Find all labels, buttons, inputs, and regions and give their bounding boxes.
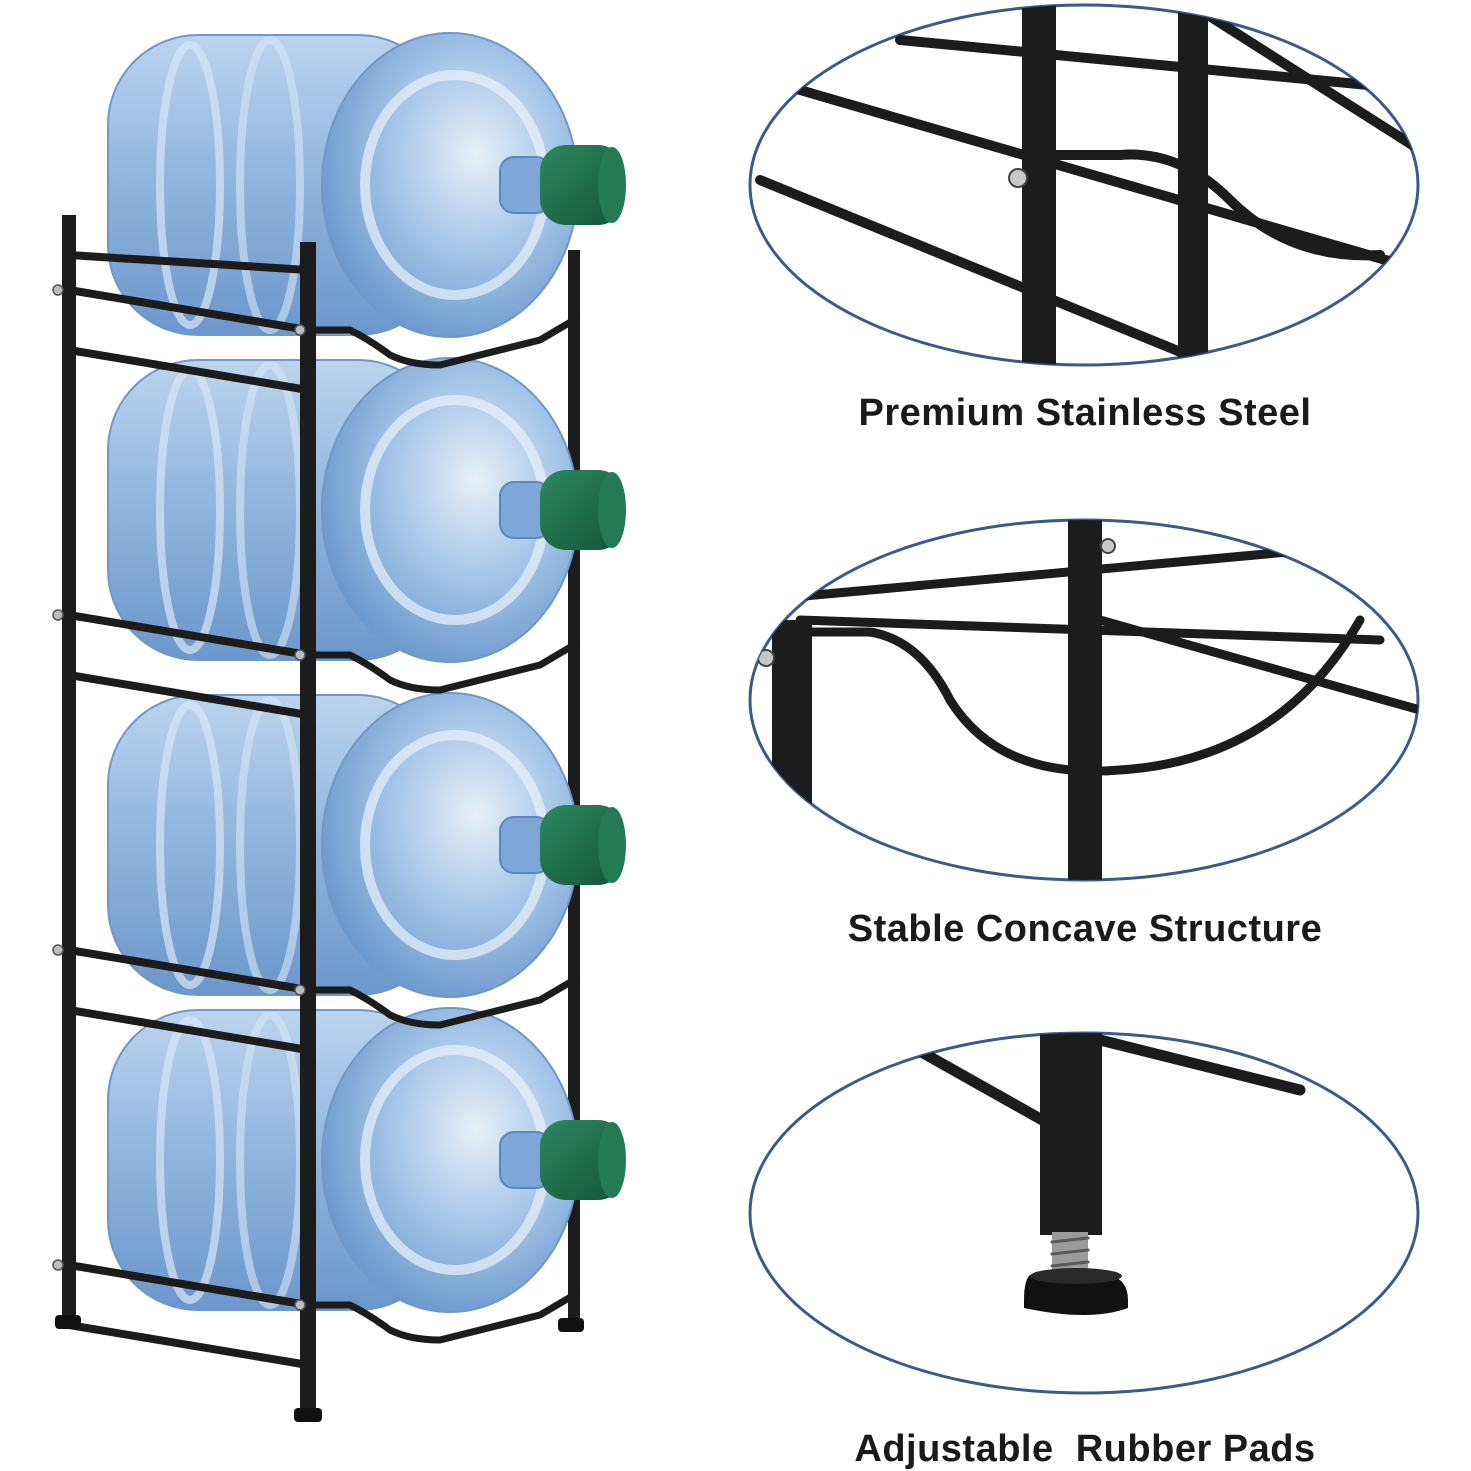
zoom-detail-concave bbox=[748, 518, 1420, 882]
feature-caption-rubber-pads: Adjustable Rubber Pads bbox=[854, 1428, 1316, 1470]
water-bottle-rack bbox=[52, 32, 626, 1422]
rack-foot bbox=[294, 1408, 322, 1422]
water-bottle bbox=[107, 32, 626, 338]
rack-front-post bbox=[300, 242, 316, 1422]
bottles bbox=[107, 32, 626, 1313]
rack-rails bbox=[52, 251, 578, 1369]
rack-back-left-post bbox=[62, 215, 76, 1320]
water-bottle bbox=[107, 357, 626, 663]
water-bottle bbox=[107, 1007, 626, 1313]
rack-foot bbox=[558, 1318, 584, 1332]
rack-foot bbox=[55, 1315, 81, 1329]
zoom-detail-steel bbox=[748, 3, 1420, 367]
feature-caption-concave: Stable Concave Structure bbox=[847, 908, 1323, 950]
water-bottle bbox=[107, 692, 626, 998]
zoom-detail-foot bbox=[748, 1031, 1420, 1395]
feature-caption-steel: Premium Stainless Steel bbox=[858, 392, 1312, 434]
